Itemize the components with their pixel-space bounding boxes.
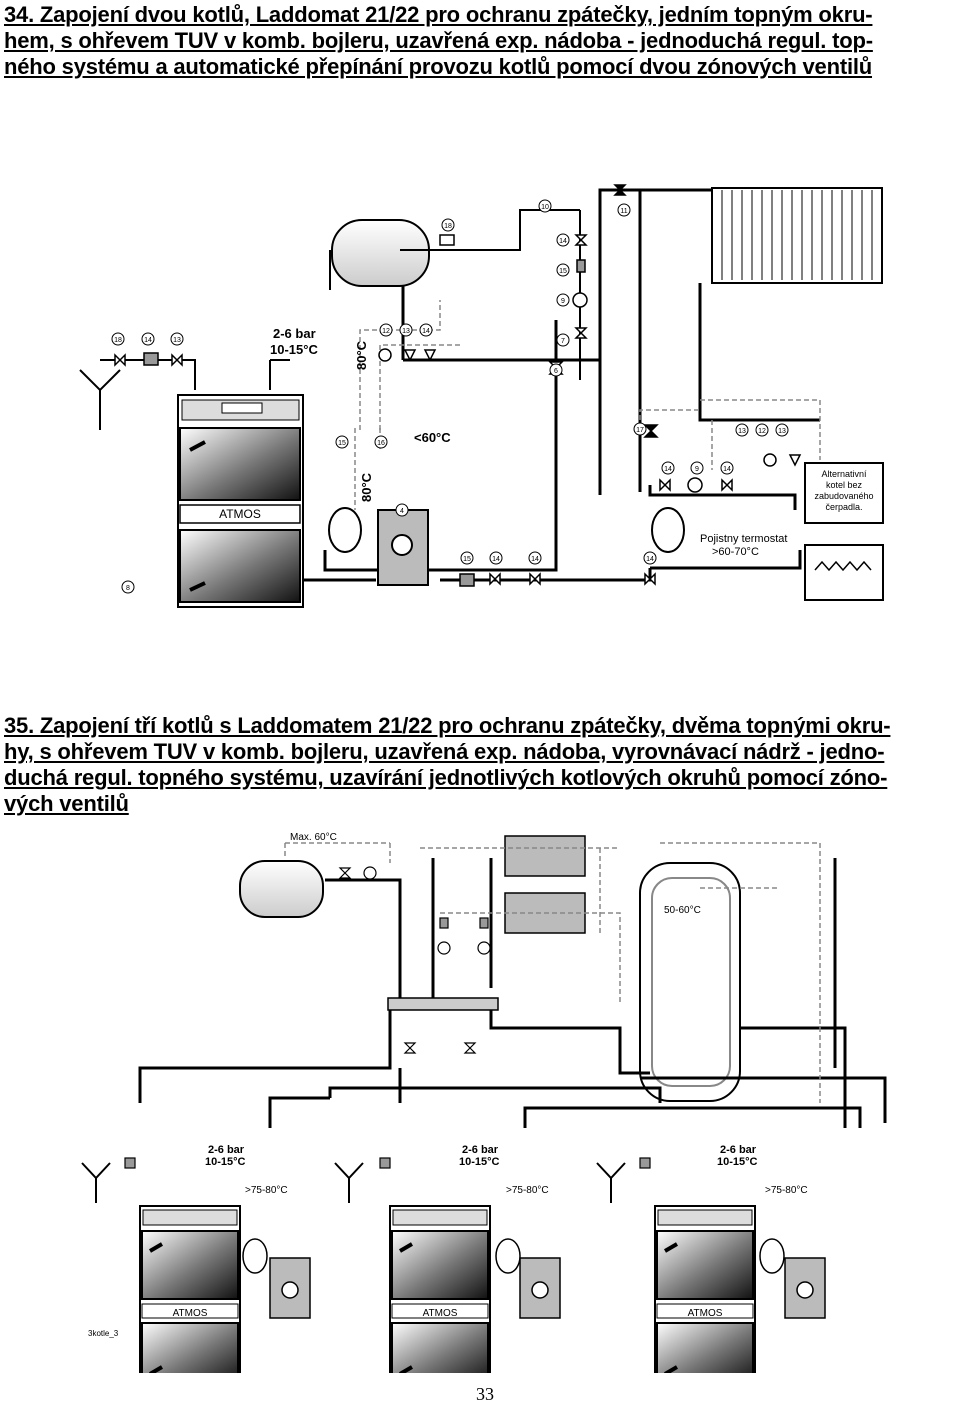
section-35-heading: 35. Zapojení tří kotlů s Laddomatem 21/2…	[4, 713, 952, 817]
inlet-temp-label: 10-15°C	[717, 1156, 758, 1168]
part-number: 14	[646, 556, 654, 563]
heading-line: duchá regul. topného systému, uzavírání …	[4, 765, 888, 790]
part-number: 14	[144, 337, 152, 344]
boiler-brand: ATMOS	[173, 1308, 208, 1319]
alt-boiler-line: Alternativní	[821, 469, 867, 479]
atmos-boiler: ATMOS	[177, 394, 304, 608]
thermostat-label: >60-70°C	[712, 546, 759, 558]
thermostat-label: Pojistny termostat	[700, 533, 787, 545]
heading-line: hy, s ohřevem TUV v komb. bojleru, uzavř…	[4, 739, 885, 764]
distribution-manifold	[387, 997, 499, 1011]
diagram-34: ATMOS Alternativní kotel bez zabudovanéh…	[79, 184, 884, 608]
temp-80-label: 80°C	[354, 340, 369, 370]
part-number: 14	[559, 238, 567, 245]
part-markers: 18 10 11 14 15 9 7 18 14 13 12 13 14 6 15 16 17 13 12 13 14 9…	[111, 199, 789, 594]
part-number: 9	[561, 298, 565, 305]
part-number: 14	[531, 556, 539, 563]
heading-line: 35. Zapojení tří kotlů s Laddomatem 21/2…	[4, 713, 891, 738]
max-temp-label: Max. 60°C	[290, 832, 337, 843]
expansion-vessel	[328, 507, 362, 553]
alt-boiler-line: kotel bez	[826, 480, 863, 490]
radiator	[711, 187, 883, 284]
part-number: 13	[173, 337, 181, 344]
section-34-heading: 34. Zapojení dvou kotlů, Laddomat 21/22 …	[4, 2, 952, 80]
boiler-brand: ATMOS	[219, 507, 261, 521]
pressure-label: 2-6 bar	[462, 1144, 499, 1156]
inlet-temp-label: 10-15°C	[459, 1156, 500, 1168]
pressure-label: 2-6 bar	[273, 326, 316, 341]
boiler-brand: ATMOS	[423, 1308, 458, 1319]
part-number: 11	[620, 208, 627, 215]
part-number: 18	[444, 223, 452, 230]
temp-80-label: 80°C	[359, 472, 374, 502]
part-number: 10	[541, 204, 549, 211]
outlet-temp-label: >75-80°C	[765, 1185, 808, 1196]
part-number: 14	[422, 328, 430, 335]
alt-boiler-line: zabudovaného	[814, 491, 873, 501]
part-number: 16	[377, 440, 385, 447]
part-number: 15	[338, 440, 346, 447]
part-number: 8	[126, 585, 130, 592]
part-number: 12	[382, 328, 390, 335]
part-number: 14	[723, 466, 731, 473]
hot-water-tank	[331, 219, 430, 287]
outlet-temp-label: >75-80°C	[506, 1185, 549, 1196]
hot-water-tank	[239, 860, 324, 918]
boiler-brand: ATMOS	[688, 1308, 723, 1319]
alternative-boiler: Alternativní kotel bez zabudovaného čerp…	[804, 462, 884, 601]
part-number: 18	[114, 337, 122, 344]
boiler-group-3: ATMOS 2-6 bar 10-15°C >75-80°C	[653, 1144, 826, 1373]
part-number: 15	[463, 556, 471, 563]
part-number: 14	[664, 466, 672, 473]
heading-line: 34. Zapojení dvou kotlů, Laddomat 21/22 …	[4, 2, 873, 27]
boiler-group-1: ATMOS 2-6 bar 10-15°C >75-80°C	[138, 1144, 311, 1373]
part-number: 15	[559, 268, 567, 275]
drain-funnel	[79, 369, 121, 430]
part-number: 4	[400, 508, 404, 515]
pressure-label: 2-6 bar	[208, 1144, 245, 1156]
part-number: 6	[554, 368, 558, 375]
drawing-id: 3kotle_3	[88, 1329, 119, 1338]
inlet-temp-label: 10-15°C	[270, 342, 318, 357]
inlet-temp-label: 10-15°C	[205, 1156, 246, 1168]
part-number: 9	[695, 466, 699, 473]
alt-boiler-line: čerpadla.	[825, 502, 862, 512]
tank-temp-label: 50-60°C	[664, 905, 701, 916]
heading-line: vých ventilů	[4, 791, 129, 816]
part-number: 13	[778, 428, 786, 435]
part-number: 13	[402, 328, 410, 335]
laddomat-unit	[377, 509, 429, 586]
temp-60-label: <60°C	[414, 430, 451, 445]
part-number: 14	[492, 556, 500, 563]
expansion-vessel	[651, 507, 685, 553]
part-number: 17	[636, 427, 644, 434]
diagram-35: ATMOS 2-6 bar 10-15°C >75-80°C ATMOS 2-6…	[81, 832, 887, 1373]
buffer-tank	[639, 862, 741, 1102]
heading-line: hem, s ohřevem TUV v komb. bojleru, uzav…	[4, 28, 873, 53]
part-number: 13	[738, 428, 746, 435]
part-number: 7	[561, 338, 565, 345]
radiator	[504, 835, 586, 877]
heading-line: ného systému a automatické přepínání pro…	[4, 54, 873, 79]
page-number: 33	[476, 1384, 494, 1404]
pressure-label: 2-6 bar	[720, 1144, 757, 1156]
boiler-group-2: ATMOS 2-6 bar 10-15°C >75-80°C	[388, 1144, 561, 1373]
outlet-temp-label: >75-80°C	[245, 1185, 288, 1196]
part-number: 12	[758, 428, 766, 435]
